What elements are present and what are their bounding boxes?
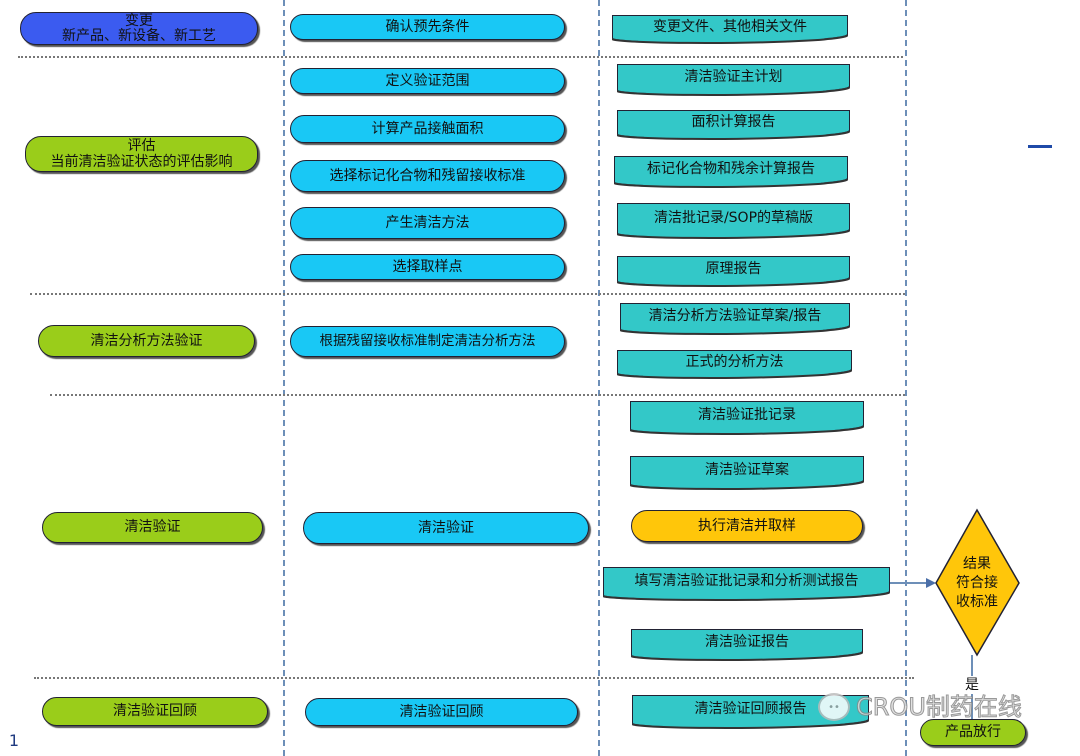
yes-label: 是 (962, 676, 982, 694)
document-node[interactable]: 清洁验证报告 (631, 629, 863, 659)
task-node[interactable]: 计算产品接触面积 (290, 115, 565, 143)
lane-divider (905, 0, 907, 756)
product-release-node[interactable]: 产品放行 (920, 719, 1026, 746)
document-node[interactable]: 清洁验证主计划 (617, 64, 850, 94)
document-node[interactable]: 标记化合物和残余计算报告 (614, 156, 848, 186)
task-node[interactable]: 产生清洁方法 (290, 207, 565, 239)
task-node[interactable]: 选择标记化合物和残留接收标准 (290, 160, 565, 192)
document-node[interactable]: 变更文件、其他相关文件 (612, 15, 848, 42)
task-node[interactable]: 清洁验证 (303, 512, 589, 544)
execute-cleaning-node[interactable]: 执行清洁并取样 (631, 510, 863, 542)
document-node[interactable]: 面积计算报告 (617, 110, 850, 138)
phase-divider (34, 677, 914, 679)
phase-divider (50, 394, 905, 396)
task-node[interactable]: 根据残留接收标准制定清洁分析方法 (290, 326, 565, 357)
lane-divider (283, 0, 285, 756)
phase-divider (18, 56, 903, 58)
watermark-text: CROU制药在线 (856, 692, 1023, 721)
wechat-icon: •• (818, 693, 850, 721)
assessment-node[interactable]: 评估 当前清洁验证状态的评估影响 (25, 136, 258, 172)
task-node[interactable]: 清洁验证回顾 (305, 698, 578, 726)
change-node[interactable]: 变更 新产品、新设备、新工艺 (20, 12, 258, 45)
decision-diamond (935, 508, 1020, 657)
document-node[interactable]: 清洁验证批记录 (630, 401, 864, 433)
document-node[interactable]: 清洁分析方法验证草案/报告 (620, 303, 850, 333)
document-node[interactable]: 原理报告 (617, 256, 850, 285)
method-validation-node[interactable]: 清洁分析方法验证 (38, 325, 255, 357)
document-node[interactable]: 清洁批记录/SOP的草稿版 (617, 203, 850, 237)
phase-divider (30, 293, 905, 295)
document-node[interactable]: 清洁验证草案 (630, 456, 864, 488)
page-number: 1 (8, 730, 20, 750)
document-node[interactable]: 填写清洁验证批记录和分析测试报告 (603, 567, 890, 599)
watermark: •• CROU制药在线 (818, 690, 1048, 724)
lane-divider (598, 0, 600, 756)
accent-dash (1028, 145, 1052, 148)
task-node[interactable]: 定义验证范围 (290, 68, 565, 94)
cleaning-validation-node[interactable]: 清洁验证 (42, 512, 263, 543)
task-node[interactable]: 确认预先条件 (290, 14, 565, 40)
document-node[interactable]: 正式的分析方法 (617, 350, 852, 377)
decision-label: 结果 符合接 收标准 (956, 555, 998, 610)
task-node[interactable]: 选择取样点 (290, 254, 565, 280)
validation-review-node[interactable]: 清洁验证回顾 (42, 697, 268, 726)
